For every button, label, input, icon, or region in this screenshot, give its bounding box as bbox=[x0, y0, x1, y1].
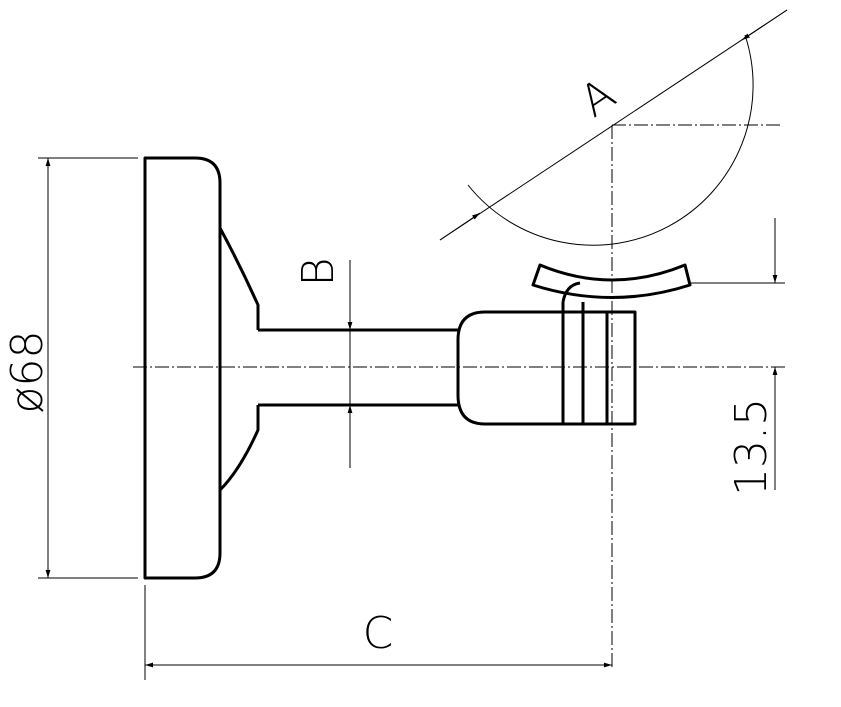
label-a: A bbox=[571, 68, 624, 127]
flange-taper bbox=[218, 227, 260, 492]
arrow-icon bbox=[439, 212, 481, 241]
cradle bbox=[531, 263, 692, 299]
neck-curve bbox=[561, 281, 581, 303]
base-plate bbox=[143, 156, 222, 580]
stem bbox=[258, 328, 460, 407]
diameter-arc bbox=[467, 34, 754, 246]
collar bbox=[456, 310, 637, 426]
label-b: B bbox=[293, 258, 344, 287]
arrow-icon bbox=[741, 9, 788, 41]
dimension-a-line bbox=[439, 9, 788, 241]
label-diameter: ø68 bbox=[2, 331, 53, 414]
label-13-5: 13.5 bbox=[726, 398, 777, 496]
label-c: C bbox=[363, 608, 394, 659]
